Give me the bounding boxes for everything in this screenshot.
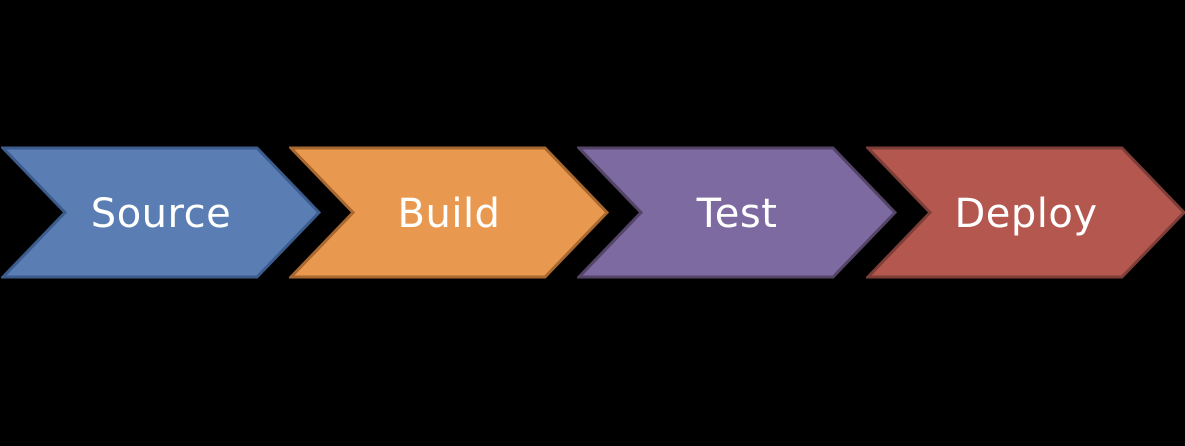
chevron-arrow-shape [577,146,898,279]
stage-deploy: Deploy [866,146,1185,279]
chevron-arrow-shape [289,146,610,279]
stage-test: Test [577,146,898,279]
chevron-arrow-shape [866,146,1185,279]
chevron-arrow-shape [1,146,322,279]
stage-source: Source [1,146,322,279]
stage-label: Deploy [954,191,1097,237]
stage-build: Build [289,146,610,279]
stage-label: Test [696,191,778,237]
stage-label: Source [91,191,231,237]
stage-label: Build [398,191,501,237]
